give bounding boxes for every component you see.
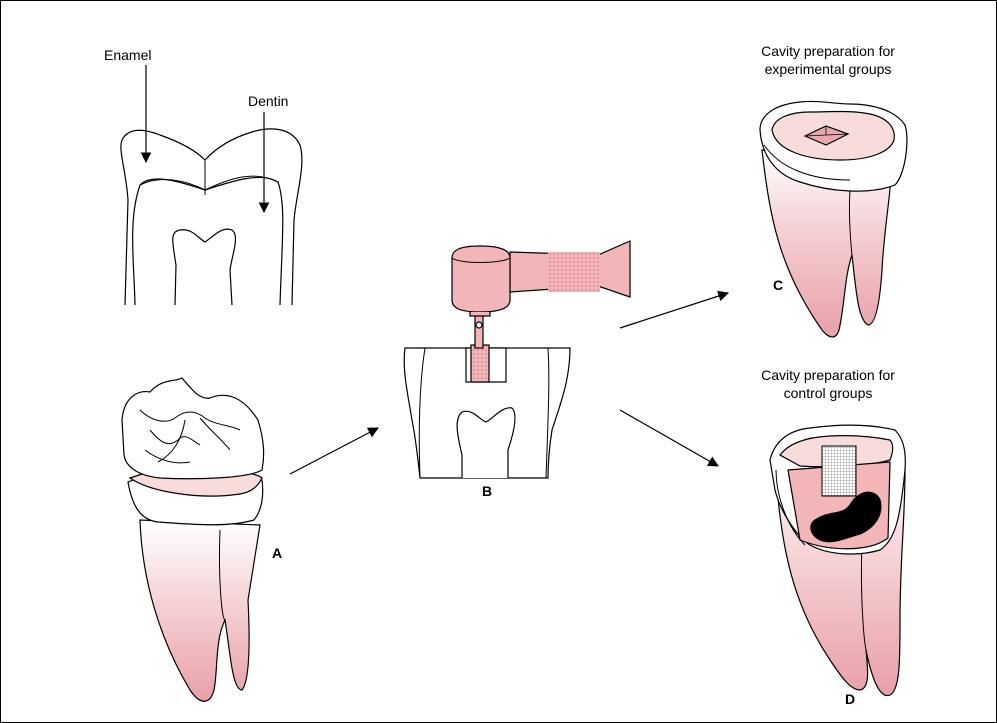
molar-a [122,378,264,701]
tooth-d [770,425,905,695]
label-dentin: Dentin [248,92,288,110]
label-panel-b: B [482,482,492,500]
caption-control: Cavity preparation for control groups [728,366,928,402]
caption-experimental: Cavity preparation for experimental grou… [728,42,928,78]
bur-tip [471,345,489,382]
tooth-cross-section [121,129,302,305]
arrow-b-to-c [620,293,728,328]
label-panel-a: A [272,544,282,562]
tooth-c [760,101,907,337]
arrow-a-to-b [290,428,378,474]
label-panel-c: C [773,276,783,294]
handpiece-head [452,246,510,312]
caption-control-line1: Cavity preparation for [728,366,928,384]
handpiece-diagram-b [404,241,630,478]
molar-a-crown [122,378,264,479]
label-panel-d: D [845,690,855,708]
label-enamel: Enamel [104,46,151,64]
caption-experimental-line1: Cavity preparation for [728,42,928,60]
arrow-b-to-d [620,410,718,466]
caption-control-line2: control groups [728,384,928,402]
handpiece-grip-texture [548,252,600,292]
caption-experimental-line2: experimental groups [728,60,928,78]
molar-a-root [140,520,260,701]
tooth-d-grid-patch [822,446,856,496]
